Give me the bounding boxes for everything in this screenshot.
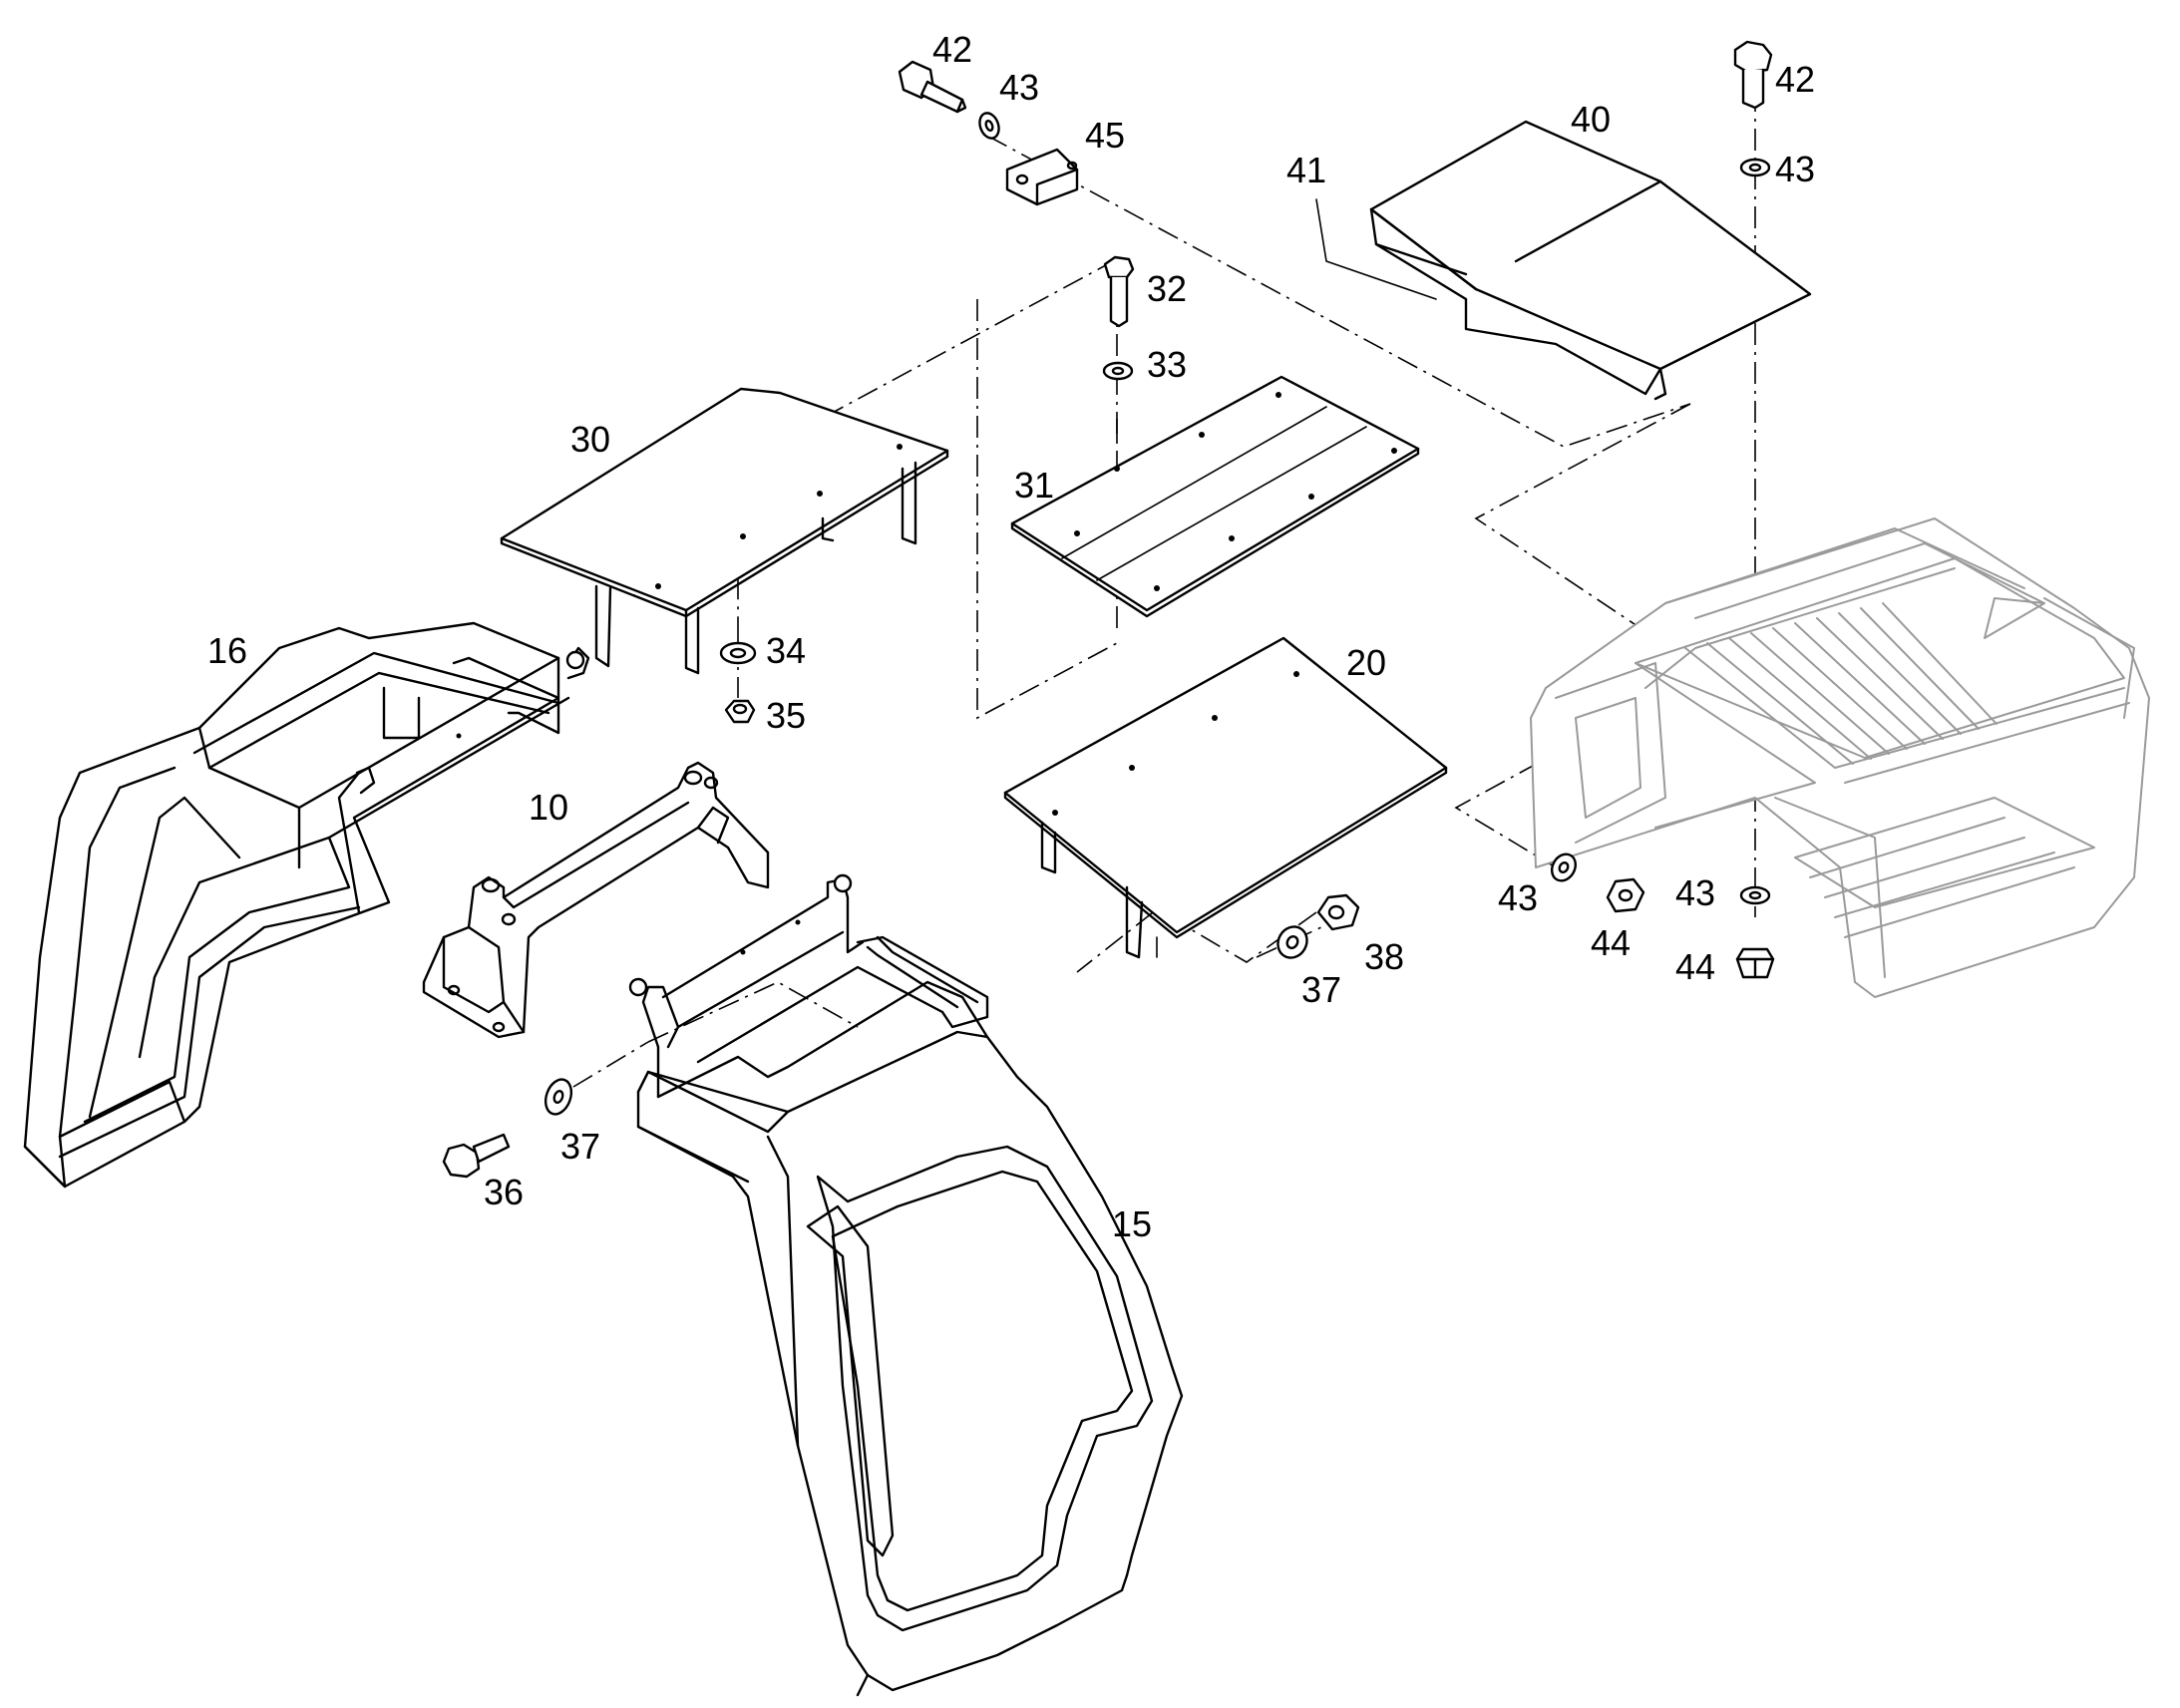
- washer-37-center: [1276, 925, 1308, 959]
- callout-35: 35: [766, 695, 806, 736]
- washer-43-right-low: [1739, 885, 1771, 905]
- callout-31: 31: [1014, 465, 1054, 506]
- callout-45: 45: [1085, 115, 1125, 156]
- part-10-bracket: [422, 761, 770, 1039]
- callout-42-top-left: 42: [932, 29, 972, 70]
- part-16-fender: [23, 621, 590, 1189]
- nut-44-right-low: [1735, 947, 1775, 979]
- part-20-plate: [1003, 636, 1448, 959]
- part-30-plate: [500, 387, 949, 675]
- nut-35: [724, 699, 756, 724]
- callout-16: 16: [207, 630, 247, 671]
- callout-10: 10: [529, 787, 568, 828]
- bolt-36: [442, 1133, 511, 1179]
- callout-labels: 42 43 45 40 41 42 43 32 33 30 31 16 34 3…: [207, 29, 1815, 1244]
- part-40-top-cover: [1369, 120, 1812, 401]
- callout-42-top-right: 42: [1775, 59, 1815, 100]
- part-31-plate: [1010, 375, 1420, 618]
- washer-33: [1102, 361, 1134, 381]
- grille-slats: [1684, 602, 1998, 769]
- callout-43-top-right: 43: [1775, 149, 1815, 189]
- bolt-42-right: [1733, 40, 1773, 110]
- callout-44-mid-right: 44: [1591, 922, 1631, 963]
- washer-43-right-top: [1739, 158, 1771, 177]
- callout-33: 33: [1147, 344, 1187, 385]
- callout-43-top-left: 43: [999, 67, 1039, 108]
- callout-30: 30: [570, 419, 610, 460]
- part-45-bracket: [1005, 148, 1079, 206]
- callout-38: 38: [1364, 936, 1404, 977]
- bolt-32: [1103, 255, 1135, 328]
- bolt-42-left: [898, 60, 967, 114]
- washer-34: [719, 641, 757, 665]
- callout-34: 34: [766, 630, 806, 671]
- callout-20: 20: [1346, 642, 1386, 683]
- callout-40: 40: [1571, 99, 1611, 140]
- callout-32: 32: [1147, 268, 1187, 309]
- callout-37-left: 37: [560, 1126, 600, 1167]
- callout-15: 15: [1112, 1203, 1152, 1244]
- callout-44-low-right: 44: [1675, 946, 1715, 987]
- washer-37-left: [544, 1078, 573, 1116]
- callout-37-center: 37: [1301, 969, 1341, 1010]
- part-15-fender: [628, 873, 1184, 1697]
- washer-43-right-mid: [1550, 853, 1578, 882]
- callout-43-mid-right: 43: [1498, 877, 1538, 918]
- nut-38: [1316, 893, 1360, 931]
- machine-body-ghost: [1530, 517, 2150, 998]
- leader-41: [1315, 198, 1437, 300]
- nut-44-right-mid: [1606, 877, 1645, 913]
- washer-43-left: [978, 112, 1000, 140]
- callout-43-low-right: 43: [1675, 872, 1715, 913]
- callout-41: 41: [1286, 150, 1326, 190]
- callout-36: 36: [484, 1172, 524, 1212]
